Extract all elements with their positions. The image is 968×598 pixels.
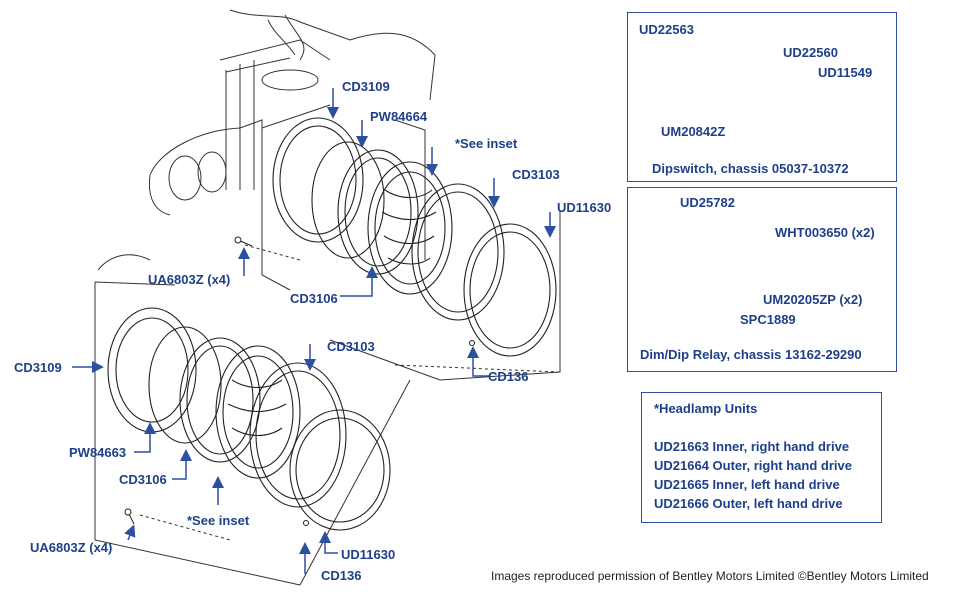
dipswitch-caption: Dipswitch, chassis 05037-10372	[652, 161, 849, 176]
lower-headlamp-assembly	[107, 307, 391, 531]
label-ud22560: UD22560	[783, 45, 838, 60]
label-cd3109-bottom: CD3109	[14, 360, 62, 375]
label-see-inset-top: *See inset	[455, 136, 518, 151]
headlamp-units-box: *Headlamp Units UD21663 Inner, right han…	[641, 392, 882, 523]
label-spc1889: SPC1889	[740, 312, 796, 327]
car-front-outline	[97, 9, 436, 271]
label-cd3106-top: CD3106	[290, 291, 338, 306]
upper-headlamp-assembly	[272, 117, 557, 357]
label-cd3103-bottom: CD3103	[327, 339, 375, 354]
label-see-inset-bottom: *See inset	[187, 513, 250, 528]
screws	[124, 236, 475, 526]
dipswitch-inset-box	[627, 12, 897, 182]
label-ud22563: UD22563	[639, 22, 694, 37]
label-cd3106-bottom: CD3106	[119, 472, 167, 487]
label-ua6803z-top: UA6803Z (x4)	[148, 272, 231, 287]
headlamp-unit-item: UD21663 Inner, right hand drive	[654, 439, 850, 454]
label-ua6803z-bottom: UA6803Z (x4)	[30, 540, 113, 555]
label-cd136-top: CD136	[488, 369, 529, 384]
relay-inset-box	[627, 187, 897, 372]
label-ud25782: UD25782	[680, 195, 735, 210]
label-um20205zp: UM20205ZP (x2)	[763, 292, 863, 307]
label-ud11549: UD11549	[818, 65, 873, 80]
headlamp-unit-item: UD21664 Outer, right hand drive	[654, 458, 852, 473]
label-cd3103-top: CD3103	[512, 167, 560, 182]
guide-lines	[94, 104, 561, 586]
headlamp-unit-item: UD21665 Inner, left hand drive	[654, 477, 840, 492]
copyright-credit: Images reproduced permission of Bentley …	[491, 569, 929, 583]
relay-caption: Dim/Dip Relay, chassis 13162-29290	[640, 347, 862, 362]
label-ud11630-top: UD11630	[557, 200, 612, 215]
label-cd3109-top: CD3109	[342, 79, 390, 94]
headlamp-units-title: *Headlamp Units	[654, 401, 758, 416]
label-wht003650: WHT003650 (x2)	[775, 225, 875, 240]
label-cd136-bottom: CD136	[321, 568, 362, 583]
headlamp-unit-item: UD21666 Outer, left hand drive	[654, 496, 843, 511]
leader-arrows	[72, 88, 556, 574]
label-um20842z: UM20842Z	[661, 124, 726, 139]
label-ud11630-bottom: UD11630	[341, 547, 396, 562]
label-pw84663: PW84663	[69, 445, 127, 460]
label-pw84664: PW84664	[370, 109, 428, 124]
